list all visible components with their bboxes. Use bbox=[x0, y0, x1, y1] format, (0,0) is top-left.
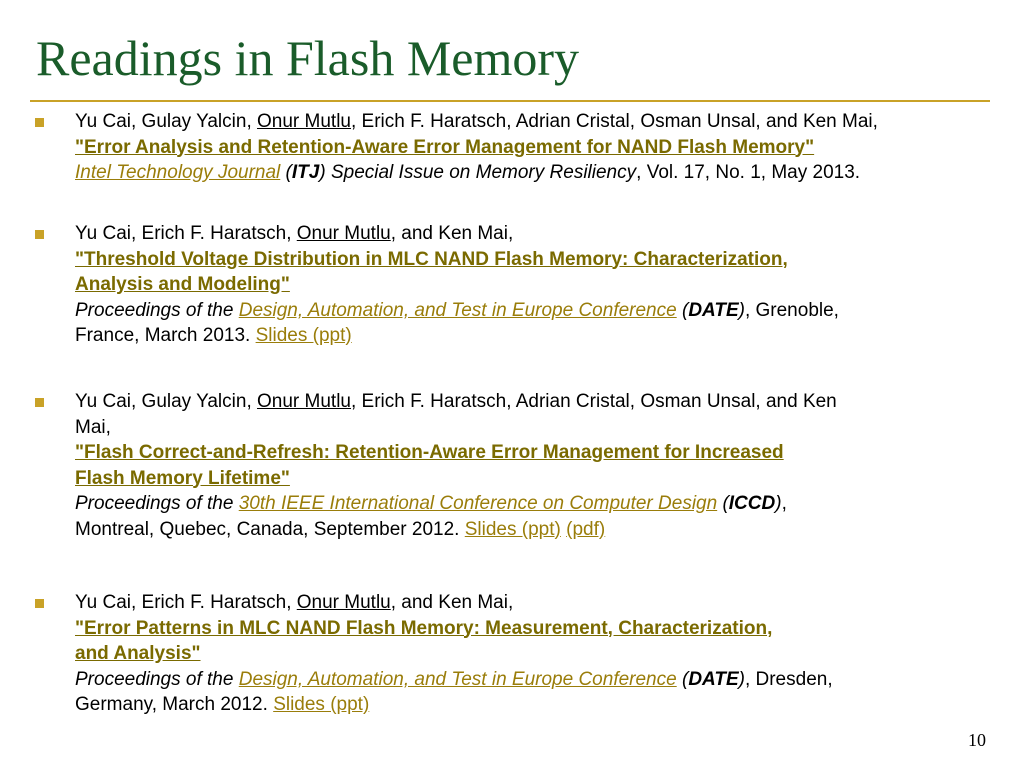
reference-item: Yu Cai, Gulay Yalcin, Onur Mutlu, Erich … bbox=[35, 389, 987, 542]
authors-text: , Erich F. Haratsch, Adrian Cristal, Osm… bbox=[351, 111, 878, 132]
proceedings-text: Proceedings of the bbox=[75, 668, 239, 690]
authors-text: Yu Cai, Erich F. Haratsch, bbox=[75, 592, 297, 613]
proceedings-text: Proceedings of the bbox=[75, 299, 239, 321]
venue-link[interactable]: Design, Automation, and Test in Europe C… bbox=[238, 299, 677, 321]
reference-item: Yu Cai, Erich F. Haratsch, Onur Mutlu, a… bbox=[35, 221, 987, 349]
paper-title-link[interactable]: "Error Analysis and Retention-Aware Erro… bbox=[75, 136, 815, 158]
reference-item: Yu Cai, Gulay Yalcin, Onur Mutlu, Erich … bbox=[35, 109, 987, 186]
venue-abbreviation: DATE bbox=[688, 299, 739, 321]
slides-ppt-link[interactable]: Slides (ppt) bbox=[273, 694, 370, 715]
slides-pdf-link[interactable]: (pdf) bbox=[566, 518, 606, 540]
paper-title-link[interactable]: "Error Patterns in MLC NAND Flash Memory… bbox=[75, 617, 773, 639]
authors-text: Yu Cai, Gulay Yalcin, bbox=[75, 111, 258, 132]
author-link[interactable]: Onur Mutlu bbox=[296, 223, 391, 244]
paper-title-link[interactable]: "Threshold Voltage Distribution in MLC N… bbox=[75, 248, 788, 270]
paren-text: ) bbox=[775, 493, 782, 514]
paper-title-link[interactable]: Analysis and Modeling" bbox=[75, 274, 290, 295]
paren-text: ) bbox=[738, 299, 745, 321]
square-bullet-icon bbox=[35, 118, 44, 127]
venue-abbreviation: DATE bbox=[688, 668, 739, 690]
slides-ppt-link[interactable]: Slides (ppt) bbox=[464, 518, 561, 540]
paren-text: ) bbox=[738, 668, 745, 690]
citation-details: France, March 2013. bbox=[75, 325, 256, 346]
paren-text: ( bbox=[717, 493, 729, 514]
slide-title: Readings in Flash Memory bbox=[36, 30, 580, 86]
venue-link[interactable]: 30th IEEE International Conference on Co… bbox=[238, 493, 718, 514]
authors-text: , and Ken Mai, bbox=[390, 223, 514, 244]
authors-text: Mai, bbox=[75, 416, 111, 438]
title-divider bbox=[30, 100, 990, 102]
venue-link[interactable]: Design, Automation, and Test in Europe C… bbox=[238, 668, 677, 690]
authors-text: , and Ken Mai, bbox=[390, 592, 514, 613]
venue-text: ) Special Issue on Memory Resiliency bbox=[319, 162, 637, 183]
author-link[interactable]: Onur Mutlu bbox=[257, 111, 351, 132]
citation-details: , Dresden, bbox=[744, 668, 833, 690]
citation-details: , bbox=[781, 493, 787, 514]
paren-text: ( bbox=[676, 299, 689, 321]
citation-details: , Vol. 17, No. 1, May 2013. bbox=[636, 162, 861, 183]
citation-details: , Grenoble, bbox=[744, 299, 839, 321]
venue-abbreviation: ITJ bbox=[291, 162, 320, 183]
venue-abbreviation: ICCD bbox=[728, 493, 776, 514]
reference-item: Yu Cai, Erich F. Haratsch, Onur Mutlu, a… bbox=[35, 590, 987, 718]
square-bullet-icon bbox=[35, 599, 44, 608]
venue-link[interactable]: Intel Technology Journal bbox=[75, 162, 281, 183]
paren-text: ( bbox=[676, 668, 689, 690]
citation-details: Germany, March 2012. bbox=[75, 694, 274, 715]
slides-ppt-link[interactable]: Slides (ppt) bbox=[255, 325, 352, 346]
author-link[interactable]: Onur Mutlu bbox=[257, 391, 351, 412]
authors-text: Yu Cai, Gulay Yalcin, bbox=[75, 391, 258, 412]
paper-title-link[interactable]: "Flash Correct-and-Refresh: Retention-Aw… bbox=[75, 442, 784, 463]
square-bullet-icon bbox=[35, 230, 44, 239]
paren-text: ( bbox=[280, 162, 292, 183]
proceedings-text: Proceedings of the bbox=[75, 493, 239, 514]
square-bullet-icon bbox=[35, 398, 44, 407]
authors-text: , Erich F. Haratsch, Adrian Cristal, Osm… bbox=[351, 391, 837, 412]
author-link[interactable]: Onur Mutlu bbox=[296, 592, 391, 613]
citation-details: Montreal, Quebec, Canada, September 2012… bbox=[75, 518, 465, 540]
paper-title-link[interactable]: Flash Memory Lifetime" bbox=[75, 467, 290, 489]
paper-title-link[interactable]: and Analysis" bbox=[75, 643, 201, 664]
authors-text: Yu Cai, Erich F. Haratsch, bbox=[75, 223, 297, 244]
page-number: 10 bbox=[968, 730, 986, 750]
